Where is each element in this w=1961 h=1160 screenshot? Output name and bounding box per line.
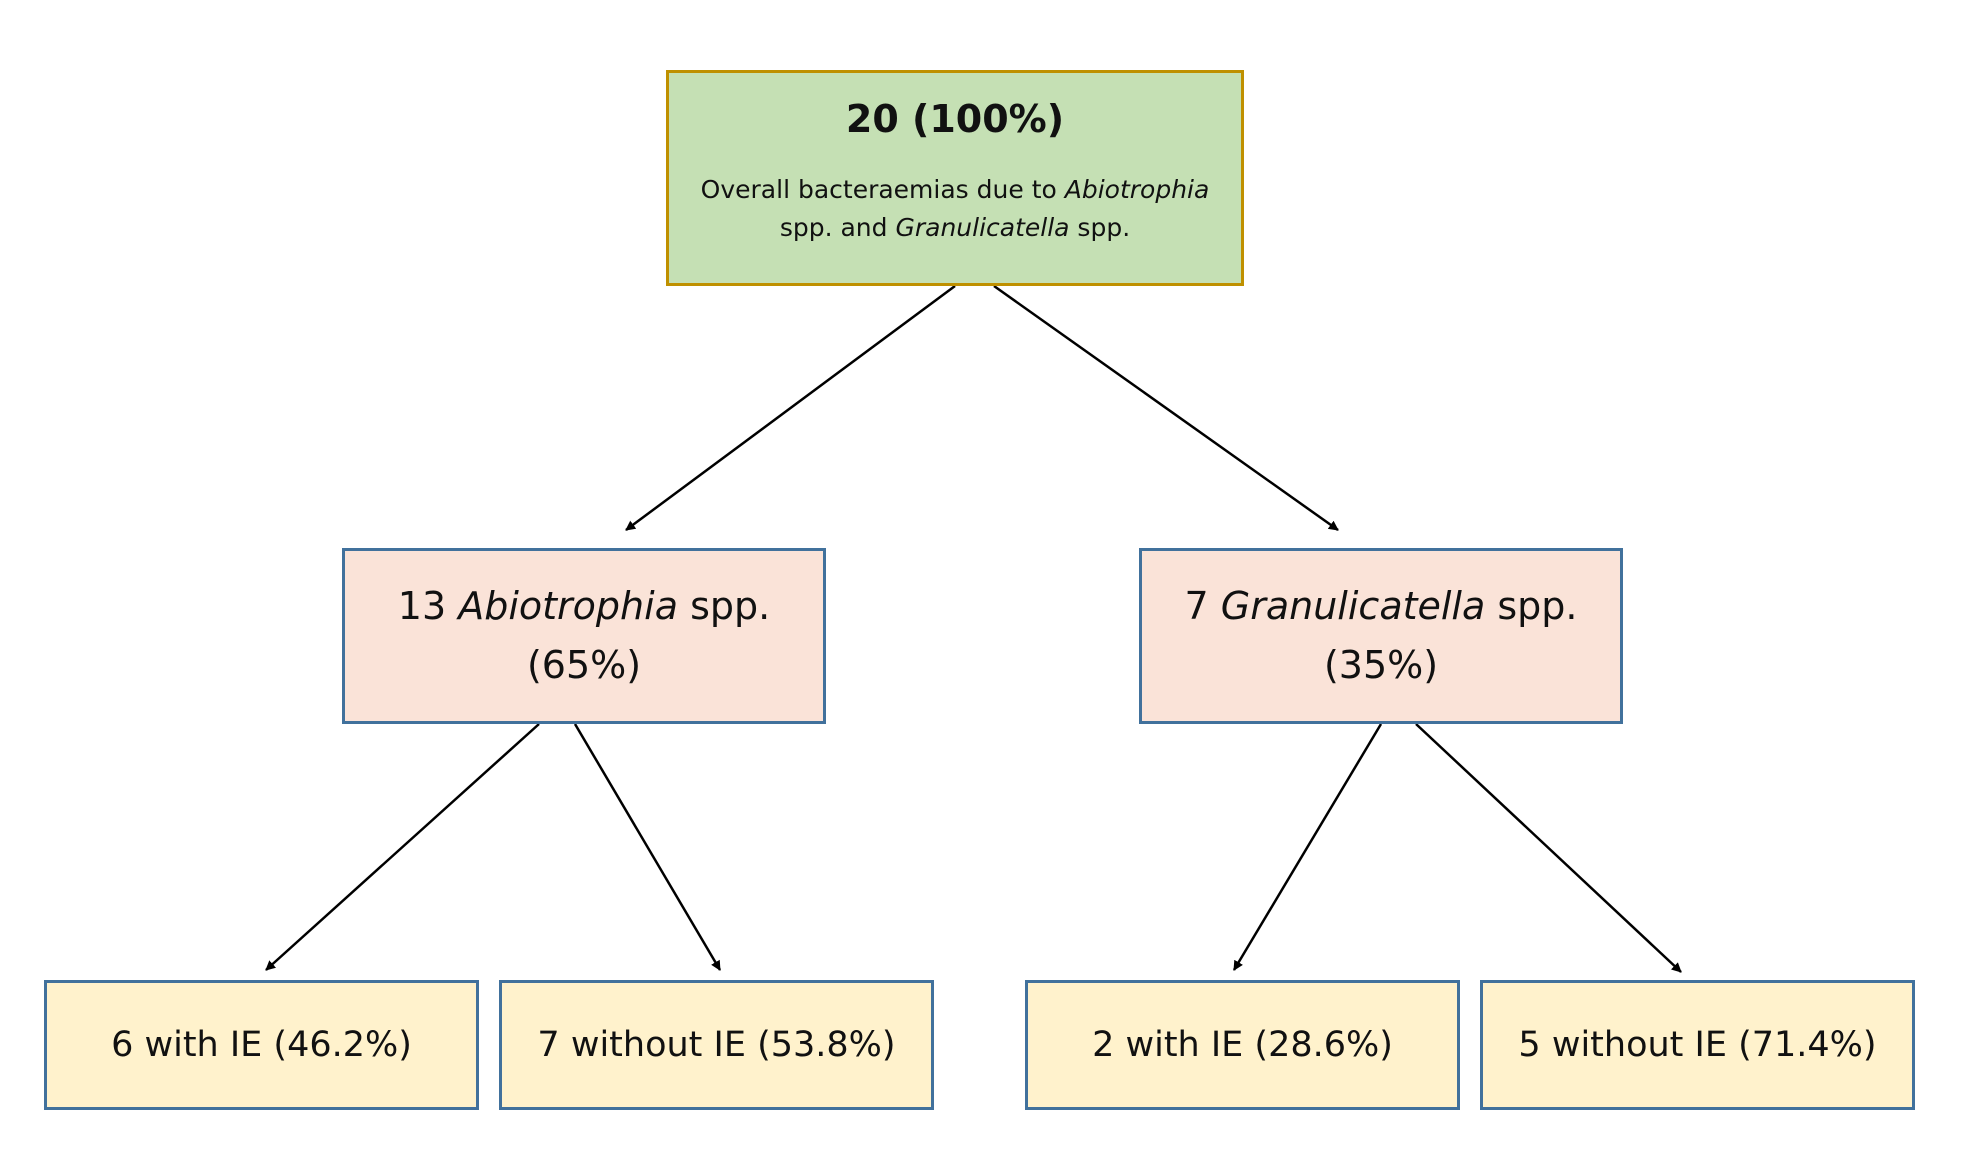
granulicatella-without-ie-label: 5 without IE (71.4%)	[1518, 1025, 1877, 1065]
root-description-line-2: spp. and Granulicatella spp.	[701, 209, 1210, 247]
root-line1-genus: Abiotrophia	[1064, 175, 1210, 204]
arrow-granulicatella-to-with-ie	[1232, 723, 1383, 971]
granulicatella-with-ie-node: 2 with IE (28.6%)	[1025, 980, 1460, 1110]
abiotrophia-with-ie-node: 6 with IE (46.2%)	[44, 980, 479, 1110]
abiotrophia-without-ie-label: 7 without IE (53.8%)	[537, 1025, 896, 1065]
root-node: 20 (100%) Overall bacteraemias due to Ab…	[666, 70, 1244, 286]
root-description-line-1: Overall bacteraemias due to Abiotrophia	[701, 171, 1210, 209]
granulicatella-suffix: spp.	[1485, 584, 1578, 628]
root-line1-prefix: Overall bacteraemias due to	[700, 175, 1065, 204]
granulicatella-without-ie-node: 5 without IE (71.4%)	[1480, 980, 1915, 1110]
granulicatella-percent: (35%)	[1323, 643, 1439, 687]
granulicatella-with-ie-label: 2 with IE (28.6%)	[1092, 1025, 1393, 1065]
arrow-abiotrophia-to-without-ie	[573, 723, 722, 971]
root-line2-suffix: spp.	[1069, 213, 1131, 242]
granulicatella-name: Granulicatella	[1220, 584, 1486, 628]
root-line2-genus: Granulicatella	[895, 213, 1070, 242]
arrow-granulicatella-to-without-ie	[1415, 723, 1682, 973]
granulicatella-node: 7 Granulicatella spp. (35%)	[1139, 548, 1623, 724]
arrow-abiotrophia-to-with-ie	[265, 723, 540, 971]
granulicatella-title: 7 Granulicatella spp.	[1185, 577, 1578, 636]
root-description: Overall bacteraemias due to Abiotrophia …	[701, 171, 1210, 247]
abiotrophia-suffix: spp.	[677, 584, 771, 628]
abiotrophia-name: Abiotrophia	[458, 584, 678, 628]
abiotrophia-count: 13	[397, 584, 459, 628]
arrow-root-to-granulicatella	[993, 284, 1339, 532]
root-count: 20 (100%)	[845, 97, 1065, 141]
abiotrophia-percent: (65%)	[526, 643, 642, 687]
abiotrophia-title: 13 Abiotrophia spp.	[398, 577, 770, 636]
abiotrophia-with-ie-label: 6 with IE (46.2%)	[111, 1025, 412, 1065]
granulicatella-count: 7	[1184, 584, 1221, 628]
root-line2-prefix: spp. and	[779, 213, 896, 242]
abiotrophia-without-ie-node: 7 without IE (53.8%)	[499, 980, 934, 1110]
abiotrophia-node: 13 Abiotrophia spp. (65%)	[342, 548, 826, 724]
arrow-root-to-abiotrophia	[625, 284, 956, 532]
